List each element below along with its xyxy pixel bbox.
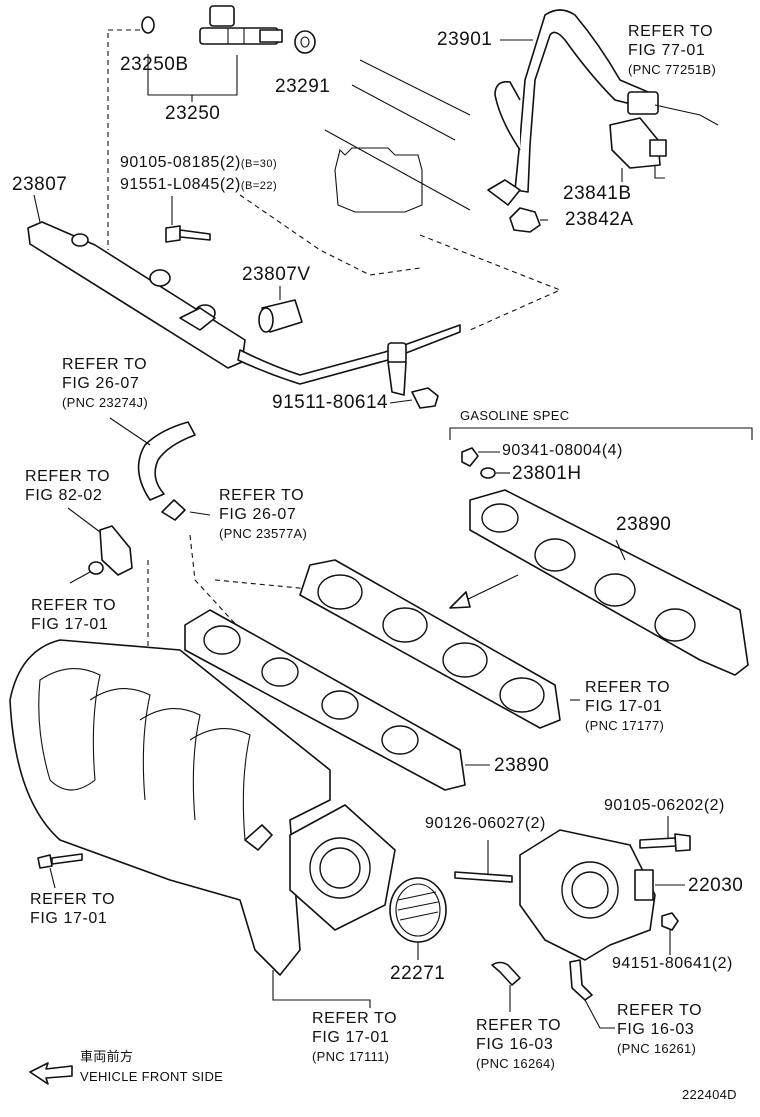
o-ring-23250b [141,16,155,34]
seal-23291 [294,30,316,54]
vacuum-hose [137,421,196,521]
label-91511-80614: 91511-80614 [272,392,389,413]
clip-23842a [509,207,541,233]
label-23890-bottom: 23890 [494,755,550,776]
direction-arrow [449,574,519,609]
diagram-id: 222404D [682,1087,737,1102]
fuel-injector-23250 [199,5,283,45]
vehicle-front-label: VEHICLE FRONT SIDE [80,1069,224,1084]
label-94151-80641: 94151-80641(2) [612,955,733,972]
water-hose-right [569,959,593,1001]
label-23841b: 23841B [563,183,632,204]
label-23801h: 23801H [512,463,582,484]
gasoline-spec-label: GASOLINE SPEC [460,408,570,423]
washer-23801h [480,467,496,479]
label-23807v: 23807V [242,264,311,285]
label-23807: 23807 [12,174,68,195]
label-23250b: 23250B [120,54,189,75]
intake-manifold [9,639,331,976]
label-bolt-90105-08185: 90105-08185(2)(B=30) [120,154,278,171]
label-22030: 22030 [688,875,744,896]
label-bolt-91551-l0845: 91551-L0845(2)(B=22) [120,176,278,193]
label-90105-06202: 90105-06202(2) [604,797,725,814]
nut-94151-80641 [661,912,679,931]
label-23890-top: 23890 [616,514,672,535]
bolt-90105-06202 [639,833,691,852]
bolt-90105-08185 [165,225,211,243]
water-hose-left [491,961,521,986]
vehicle-front-jp-label: 車両前方 [80,1049,134,1064]
bolt-lower-left [37,853,83,869]
fuel-hose-23901 [487,9,659,206]
gasket-23890 [184,609,466,791]
connector-23841b [609,117,667,179]
label-90126-06027: 90126-06027(2) [425,815,546,832]
gasket-gasoline-spec [469,489,749,676]
throttle-flange [244,804,396,931]
label-23901: 23901 [437,29,493,50]
label-22271: 22271 [390,963,446,984]
label-90341-08004: 90341-08004(4) [502,442,623,459]
vehicle-front-arrow-icon [29,1062,73,1085]
gasket-22271 [389,877,447,943]
bracket [88,525,133,576]
throttle-body-22030 [519,829,656,961]
intake-gasket [299,559,561,729]
bolt-91511-80614 [411,387,439,409]
label-23842a: 23842A [565,209,634,230]
bolt-90341-08004 [461,447,479,467]
label-23291: 23291 [275,76,331,97]
stud-90126-06027 [454,871,513,883]
pulsation-damper-23807v [258,299,303,333]
delivery-pipe-23807 [27,221,461,396]
label-23250: 23250 [165,103,221,124]
